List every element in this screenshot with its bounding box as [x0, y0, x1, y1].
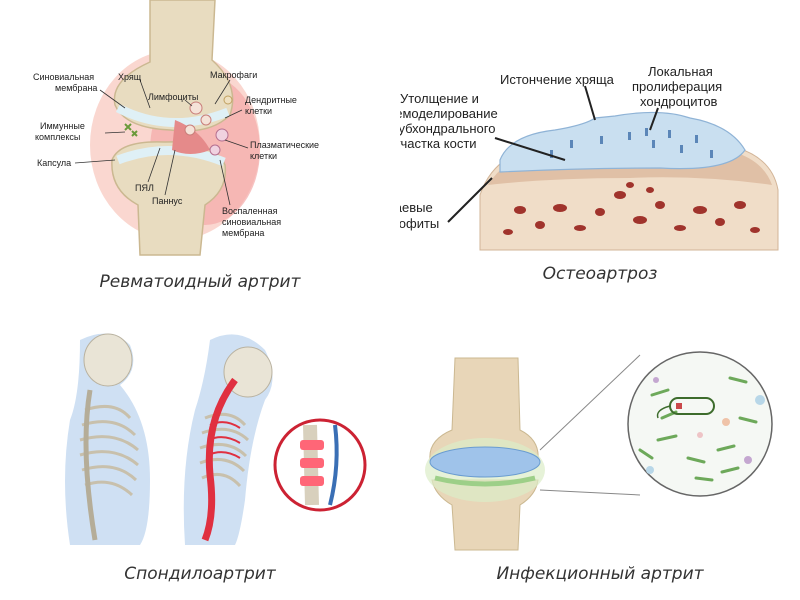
caption-rheumatoid-arthritis: Ревматоидный артрит: [99, 272, 301, 292]
label-plasma-cells-2: клетки: [250, 151, 277, 161]
label-capsule: Капсула: [37, 158, 71, 168]
label-subchondral-4: участка кости: [400, 136, 477, 151]
label-inflamed-membrane-2: синовиальная: [222, 217, 281, 227]
rheumatoid-joint-illustration: Синовиальная мембрана Хрящ Макрофаги Лим…: [33, 0, 319, 256]
caption-osteoarthrosis: Остеоартроз: [542, 264, 658, 284]
label-subchondral-2: ремоделирование: [400, 106, 498, 121]
label-inflamed-membrane-1: Воспаленная: [222, 206, 278, 216]
caption-infectious-arthritis: Инфекционный артрит: [496, 564, 704, 584]
label-plasma-cells-1: Плазматические: [250, 140, 319, 150]
label-subchondral-3: субхондрального: [400, 121, 495, 136]
caption-spondyloarthritis: Спондилоартрит: [124, 564, 276, 584]
label-cartilage: Хрящ: [118, 72, 142, 82]
label-lymphocytes: Лимфоциты: [148, 92, 198, 102]
panel-spondyloarthritis: Спондилоартрит: [0, 300, 400, 600]
label-synovial-membrane-2: мембрана: [55, 83, 97, 93]
label-dendritic-cells-2: клетки: [245, 106, 272, 116]
label-immune-complexes-1: Иммунные: [40, 121, 85, 131]
infectious-arthritis-illustration: [425, 351, 773, 551]
spondyloarthritis-skeleton-illustration: [65, 333, 367, 545]
label-immune-complexes-2: комплексы: [35, 132, 80, 142]
panel-osteoarthrosis: Истончение хряща Локальная пролиферация …: [400, 0, 800, 300]
label-proliferation-3: хондроцитов: [640, 94, 718, 109]
label-dendritic-cells-1: Дендритные: [245, 95, 297, 105]
osteoarthrosis-section-illustration: Истончение хряща Локальная пролиферация …: [400, 64, 779, 251]
label-inflamed-membrane-3: мембрана: [222, 228, 264, 238]
label-subchondral-1: Утолщение и: [400, 91, 479, 106]
label-cartilage-thinning: Истончение хряща: [500, 72, 615, 87]
panel-rheumatoid-arthritis: Синовиальная мембрана Хрящ Макрофаги Лим…: [0, 0, 400, 300]
label-synovial-membrane-1: Синовиальная: [33, 72, 94, 82]
panel-infectious-arthritis: Инфекционный артрит: [400, 300, 800, 600]
label-pannus: Паннус: [152, 196, 183, 206]
label-proliferation-1: Локальная: [648, 64, 713, 79]
label-macrophages: Макрофаги: [210, 70, 257, 80]
label-osteophytes-1: Краевые: [400, 200, 433, 215]
label-proliferation-2: пролиферация: [632, 79, 722, 94]
label-osteophytes-2: остеофиты: [400, 216, 439, 231]
label-pmn: ПЯЛ: [135, 183, 154, 193]
